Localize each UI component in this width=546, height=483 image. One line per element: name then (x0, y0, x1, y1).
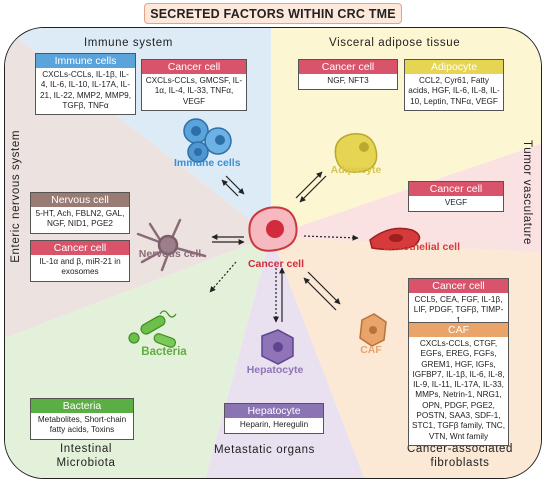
caf-box-header: CAF (409, 323, 508, 337)
immune-cells-box: Immune cells CXCLs-CCLs, IL-1β, IL-4, IL… (35, 53, 136, 116)
endothelial-cell-icon (369, 227, 421, 251)
immune-cell-icon (183, 118, 232, 163)
nervous-cell-icon (136, 218, 207, 272)
immune-cancer-box-body: CXCLs-CCLs, GMCSF, IL-1α, IL-4, IL-33, T… (145, 76, 243, 106)
caf-box-body: CXCLs-CCLs, CTGF, EGFs, EREG, FGFs, GREM… (412, 339, 505, 441)
nervous-cell-box-body: 5-HT, Ach, FBLN2, GAL, NGF, NID1, PGE2 (35, 209, 125, 229)
adipocyte-icon (334, 133, 378, 173)
hepatocyte-box: Hepatocyte Heparin, Heregulin (224, 403, 324, 435)
arrow-to-immune (221, 179, 239, 197)
arrow-to-adipocyte (295, 171, 323, 199)
arrow-to-caf (307, 271, 341, 305)
interaction-arrows (209, 171, 359, 323)
vasculature-cancer-box: Cancer cell VEGF (408, 181, 504, 213)
bacteria-icon (128, 310, 177, 348)
adipocyte-box-header: Adipocyte (405, 60, 503, 74)
vasculature-cancer-box-header: Cancer cell (409, 182, 503, 196)
nervous-cell-box-header: Nervous cell (31, 193, 129, 207)
endothelial-cell-label: Endothelial cell (383, 241, 461, 253)
caf-box: CAF CXCLs-CCLs, CTGF, EGFs, EREG, FGFs, … (408, 322, 509, 446)
bacteria-box-header: Bacteria (31, 399, 133, 413)
caf-icon (359, 313, 387, 347)
cancer-cell-label: Cancer cell (247, 258, 305, 270)
hepatocyte-box-body: Heparin, Heregulin (239, 420, 309, 429)
sector-label-metastatic: Metastatic organs (214, 444, 315, 456)
adipose-cancer-box-header: Cancer cell (299, 60, 397, 74)
immune-cells-box-header: Immune cells (36, 54, 135, 68)
hepatocyte-box-header: Hepatocyte (225, 404, 323, 418)
bacteria-box-body: Metabolites, Short-chain fatty acids, To… (37, 415, 127, 435)
caf-cancer-box: Cancer cell CCL5, CEA, FGF, IL-1β, LIF, … (408, 278, 509, 330)
sector-label-fibroblasts: Cancer-associated fibroblasts (406, 443, 514, 469)
caf-cancer-box-body: CCL5, CEA, FGF, IL-1β, LIF, PDGF, TGFβ, … (413, 295, 504, 325)
immune-cells-label: Immune cells (174, 157, 241, 169)
nervous-cancer-box-body: IL-1α and β, miR-21 in exosomes (39, 257, 121, 277)
nervous-cancer-box: Cancer cell IL-1α and β, miR-21 in exoso… (30, 240, 130, 282)
adipocyte-box: Adipocyte CCL2, Cyr61, Fatty acids, HGF,… (404, 59, 504, 111)
cancer-cell-icon (248, 206, 298, 252)
nervous-cell-label: Nervous cell (138, 248, 202, 260)
page-title: SECRETED FACTORS WITHIN CRC TME (144, 3, 402, 24)
bacteria-box: Bacteria Metabolites, Short-chain fatty … (30, 398, 134, 440)
arrow-to-bacteria (209, 261, 237, 293)
adipocyte-box-body: CCL2, Cyr61, Fatty acids, HGF, IL-6, IL-… (408, 76, 500, 106)
caf-cancer-box-header: Cancer cell (409, 279, 508, 293)
arrow-to-endothelial (303, 234, 359, 241)
arrow-from-caf (303, 277, 337, 311)
vasculature-cancer-box-body: VEGF (444, 198, 468, 207)
nervous-cell-box: Nervous cell 5-HT, Ach, FBLN2, GAL, NGF,… (30, 192, 130, 234)
vasculature-sector (271, 143, 541, 253)
hepatocyte-icon (261, 329, 294, 365)
adipose-cancer-box: Cancer cell NGF, NFT3 (298, 59, 398, 91)
adipocyte-label: Adipocyte (330, 164, 382, 176)
adipose-cancer-box-body: NGF, NFT3 (327, 76, 369, 85)
arrow-from-adipocyte (299, 175, 327, 203)
sector-label-microbiota: Intestinal Microbiota (56, 443, 116, 469)
sector-label-immune: Immune system (84, 37, 173, 49)
nervous-cancer-box-header: Cancer cell (31, 241, 129, 255)
immune-cancer-box: Cancer cell CXCLs-CCLs, GMCSF, IL-1α, IL… (141, 59, 247, 111)
sector-label-adipose: Visceral adipose tissue (329, 37, 461, 49)
caf-label: CAF (360, 344, 382, 356)
hepatocyte-label: Hepatocyte (246, 364, 304, 376)
sector-label-vasculature: Tumor vasculature (521, 140, 533, 246)
arrow-from-immune (225, 175, 245, 195)
bacteria-label: Bacteria (141, 346, 187, 358)
immune-cells-box-body: CXCLs-CCLs, IL-1β, IL-4, IL-6, IL-10, IL… (39, 70, 131, 110)
immune-cancer-box-header: Cancer cell (142, 60, 246, 74)
